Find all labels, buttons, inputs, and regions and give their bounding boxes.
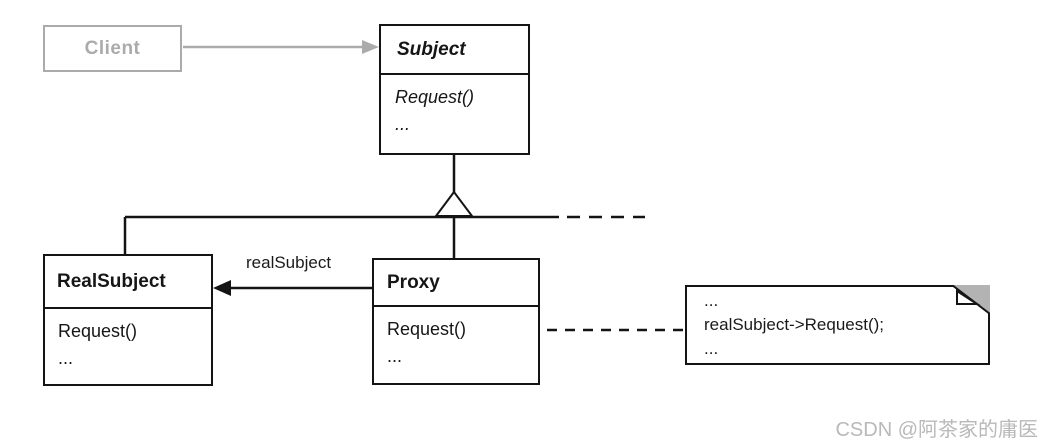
subject-method: Request() — [395, 87, 475, 107]
proxy-class-box: Proxy Request() ... — [372, 258, 540, 385]
proxy-method-ellipsis: ... — [387, 346, 403, 366]
subject-class-name: Subject — [381, 26, 528, 75]
note-fold-icon — [951, 285, 990, 315]
proxy-realsubject-arrowhead-icon — [213, 280, 231, 296]
realsubject-class-name: RealSubject — [45, 256, 211, 309]
note-text: ... realSubject->Request(); ... — [687, 287, 988, 361]
inheritance-triangle-icon — [434, 190, 474, 217]
client-subject-arrowhead-icon — [362, 40, 379, 54]
realsubject-class-methods: Request() ... — [45, 309, 211, 384]
subject-class-methods: Request() ... — [381, 75, 528, 153]
proxy-method: Request() — [387, 319, 467, 339]
client-class-box: Client — [43, 25, 182, 72]
association-label: realSubject — [246, 253, 332, 272]
proxy-class-methods: Request() ... — [374, 307, 538, 383]
note-line-ellipsis-bottom: ... — [704, 339, 719, 358]
note-box: ... realSubject->Request(); ... — [685, 285, 990, 365]
note-line-code: realSubject->Request(); — [704, 315, 885, 334]
watermark-text: CSDN @阿茶家的庸医 — [835, 419, 1038, 441]
proxy-class-name: Proxy — [374, 260, 538, 307]
client-class-name: Client — [84, 37, 141, 59]
realsubject-class-box: RealSubject Request() ... — [43, 254, 213, 386]
realsubject-method: Request() — [58, 321, 138, 341]
realsubject-method-ellipsis: ... — [58, 348, 74, 368]
subject-class-box: Subject Request() ... — [379, 24, 530, 155]
subject-method-ellipsis: ... — [395, 114, 411, 134]
note-line-ellipsis-top: ... — [704, 291, 719, 310]
